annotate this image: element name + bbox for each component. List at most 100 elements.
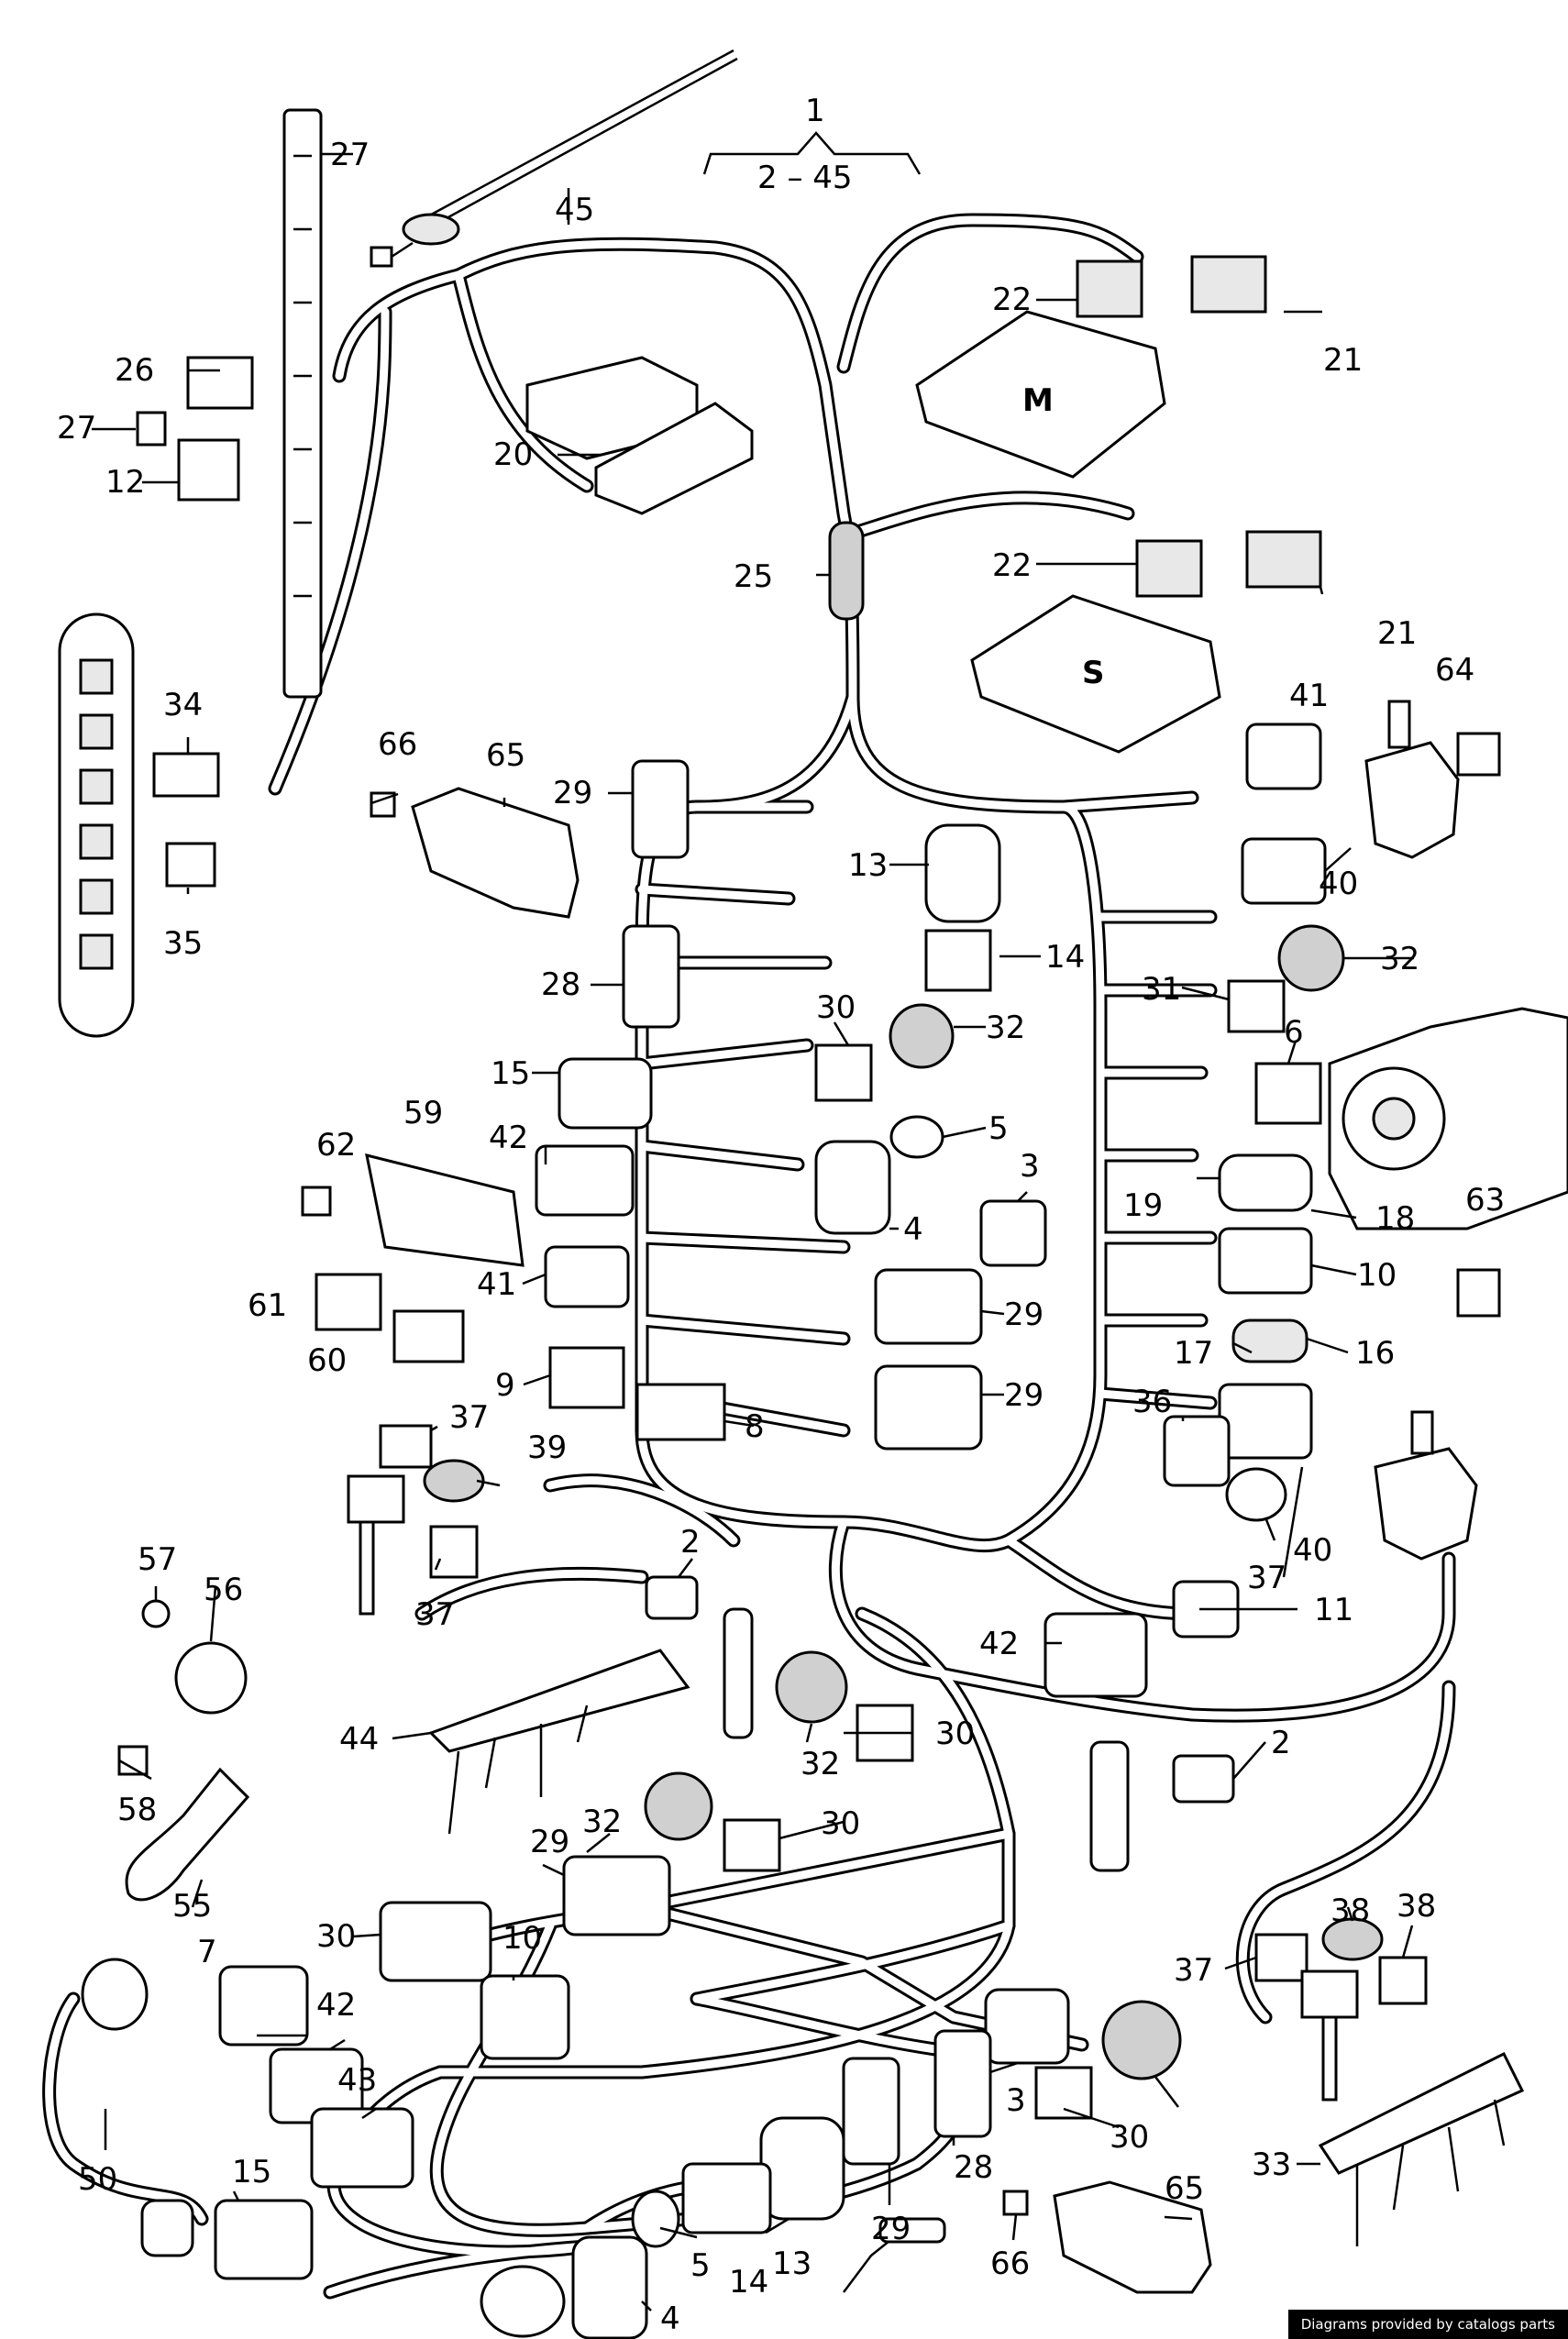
callout-21-lower: 21 [1377, 615, 1417, 652]
transmission [1328, 1007, 1568, 1230]
connector-32-b [775, 1650, 848, 1724]
connector-30-c [723, 1818, 781, 1872]
callout-27-lower: 28 [954, 2149, 993, 2186]
callout-35: 36 [1132, 1384, 1172, 1420]
callout-60: 60 [307, 1342, 347, 1379]
callout-38-lower: 38 [1331, 1892, 1370, 1929]
clip-5-lower [631, 2190, 680, 2248]
callout-10-upper: 10 [1357, 1257, 1397, 1294]
callout-34: 35 [163, 925, 203, 962]
bolt-62 [301, 1186, 332, 1217]
callout-5-lower: 5 [690, 2247, 711, 2284]
clip-60 [392, 1309, 465, 1363]
connector-37-mid [429, 1525, 479, 1579]
callout-6: 6 [1284, 1014, 1304, 1051]
header-main-label: 1 [805, 93, 825, 129]
callout-30-c: 30 [821, 1805, 860, 1842]
callout-9: 7 [197, 1934, 217, 1970]
callout-14-lower: 14 [729, 2264, 768, 2300]
connector-15-lower [214, 2199, 314, 2280]
callout-8: 9 [495, 1367, 515, 1404]
engine-mount-lower [1374, 1410, 1478, 1561]
callout-32-b: 32 [801, 1746, 840, 1782]
callout-37-upper: 37 [449, 1399, 489, 1436]
connector-30-d [1034, 2066, 1093, 2120]
connector-13-lower [759, 2116, 845, 2221]
clip-61 [315, 1273, 382, 1331]
fuse [136, 411, 167, 447]
callout-50: 50 [78, 2161, 117, 2198]
connector-29-b [874, 1364, 983, 1451]
ground-strap-55 [125, 1767, 250, 1902]
header-callout: 1 2 – 45 [702, 93, 922, 196]
callout-3-upper: 3 [1020, 1148, 1040, 1185]
connector-42-lower [310, 2107, 414, 2189]
relay-bracket-strip [282, 108, 323, 699]
callout-32-a: 32 [986, 1010, 1025, 1046]
connector-35 [1163, 1415, 1231, 1487]
sensor-3-upper [979, 1199, 1047, 1267]
footer-credit: Diagrams provided by catalogs parts [1287, 2310, 1568, 2339]
connector-37-right-a [1254, 1933, 1309, 1982]
callout-19: 19 [1123, 1187, 1163, 1224]
bolt-66-upper [370, 791, 396, 818]
connector-13-upper [924, 823, 1001, 923]
callout-29-a: 29 [1004, 1296, 1043, 1333]
callout-3-lower: 3 [1006, 2082, 1026, 2119]
connector-41-upper [544, 1245, 630, 1308]
callout-57: 57 [138, 1541, 177, 1578]
engine-mount-upper [1364, 700, 1460, 859]
connector-39 [1241, 837, 1327, 905]
injector-left [723, 1607, 754, 1739]
connector-29-a [874, 1268, 983, 1345]
sensor-4-cap [480, 2265, 566, 2338]
connector-32-d [1101, 2000, 1182, 2080]
callout-13-upper: 13 [848, 847, 888, 884]
clip-5-upper [889, 1115, 944, 1159]
connector-34 [165, 842, 216, 888]
callout-10-lower: 10 [502, 1920, 542, 1957]
callout-29-b: 29 [1004, 1377, 1043, 1414]
connector-40-lower [1218, 1383, 1313, 1460]
wire-50 [42, 1958, 209, 2257]
callout-58: 58 [117, 1792, 157, 1828]
bracket-59 [365, 1153, 525, 1267]
callout-14-upper: 14 [1045, 939, 1085, 976]
callout-4-upper: 4 [903, 1211, 923, 1248]
callout-40-lower: 40 [1293, 1532, 1332, 1569]
callout-16: 16 [1355, 1335, 1395, 1372]
connector-29-c [562, 1855, 671, 1936]
connector-33 [152, 752, 220, 798]
callout-22-upper: 22 [992, 281, 1032, 318]
connector-19-18 [1218, 1153, 1313, 1212]
ignition-coil-lower [1300, 1969, 1359, 2102]
callout-23: 25 [734, 558, 773, 595]
callout-59: 59 [403, 1095, 443, 1131]
connector-7 [635, 1383, 726, 1441]
relay-holder [186, 356, 254, 410]
injector-right [1089, 1740, 1130, 1872]
connector-28-upper [631, 759, 690, 859]
callout-30-b: 30 [935, 1716, 975, 1752]
sensor-4-lower [571, 2235, 648, 2339]
callout-26: 27 [330, 137, 370, 173]
fuse-box [525, 356, 754, 515]
callout-43: 44 [339, 1721, 379, 1758]
bracket-63 [1456, 1268, 1501, 1318]
control-unit-m: M [915, 255, 1267, 479]
connector-37-upper [379, 1424, 433, 1469]
connector-10-upper [1218, 1227, 1313, 1295]
callout-13-lower: 13 [772, 2245, 812, 2282]
connector-42-right [1043, 1612, 1148, 1698]
connector-32-a [889, 1003, 955, 1069]
bolt-58 [117, 1745, 149, 1776]
connector-2-left [645, 1575, 699, 1620]
connector-37-right-b [1378, 1956, 1428, 2005]
callout-7: 8 [745, 1408, 765, 1445]
callout-15-lower: 15 [232, 2154, 271, 2190]
callout-27-upper: 28 [541, 966, 580, 1003]
sensor-3-lower [984, 1988, 1070, 2065]
callout-30-a: 30 [816, 989, 856, 1026]
ignition-wires-43 [428, 1649, 690, 1835]
